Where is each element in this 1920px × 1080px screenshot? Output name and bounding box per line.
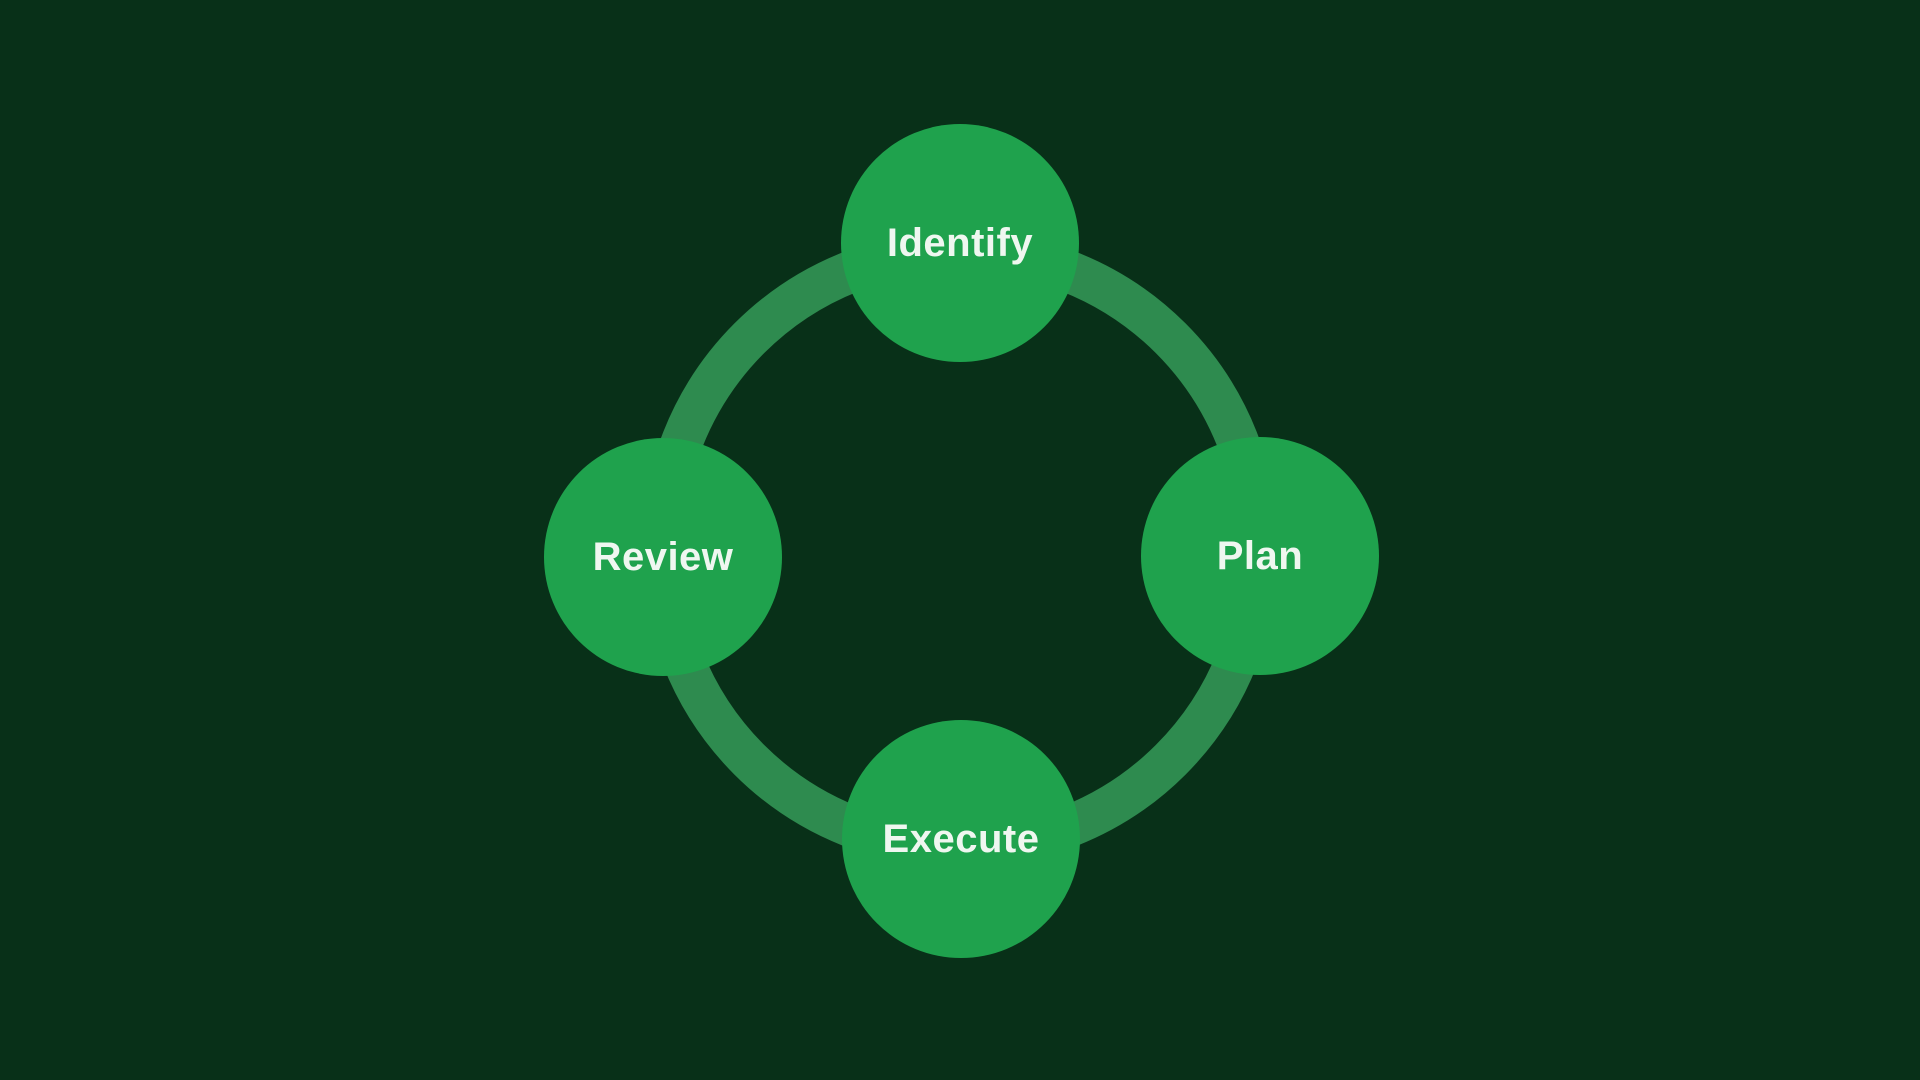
node-execute-label: Execute bbox=[882, 816, 1040, 861]
node-plan-label: Plan bbox=[1216, 533, 1304, 578]
node-identify: Identify bbox=[841, 124, 1079, 362]
node-identify-label: Identify bbox=[886, 220, 1034, 265]
node-review-label: Review bbox=[592, 534, 734, 579]
node-execute: Execute bbox=[842, 720, 1080, 958]
node-plan: Plan bbox=[1141, 437, 1379, 675]
node-review: Review bbox=[544, 438, 782, 676]
